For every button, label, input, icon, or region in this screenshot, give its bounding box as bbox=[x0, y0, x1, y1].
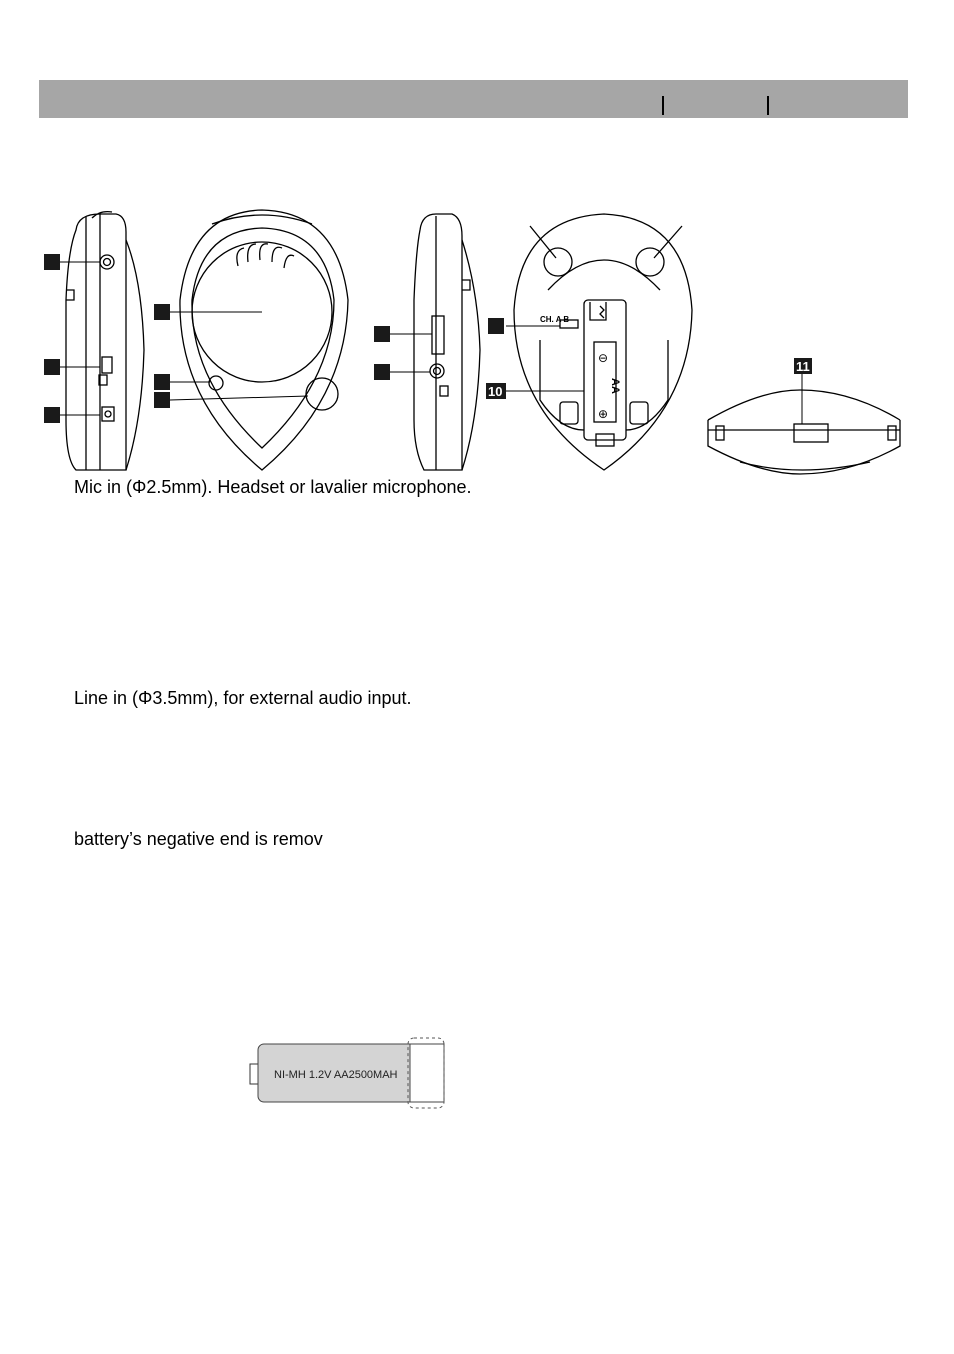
battery-note: battery’s negative end is remov bbox=[74, 829, 323, 849]
side-view-right bbox=[413, 213, 481, 471]
header-separator bbox=[767, 96, 769, 115]
bottom-view bbox=[707, 389, 901, 475]
callout-leaders bbox=[60, 261, 803, 424]
callout-11: 11 bbox=[796, 359, 810, 374]
battery-illustration: NI-MH 1.2V AA2500MAH bbox=[249, 1037, 445, 1109]
product-diagram: 10 11 CH. A B AA ⊕ ⊖ bbox=[44, 209, 901, 475]
mic-in-description: Mic in (Φ2.5mm). Headset or lavalier mic… bbox=[74, 477, 472, 497]
battery-plus-symbol: ⊕ bbox=[598, 407, 608, 421]
front-view bbox=[179, 209, 349, 471]
back-view bbox=[513, 213, 693, 471]
callouts: 10 11 bbox=[44, 254, 812, 423]
battery-minus-symbol: ⊖ bbox=[598, 351, 608, 365]
battery-label: NI-MH 1.2V AA2500MAH bbox=[274, 1069, 398, 1081]
line-in-description: Line in (Φ3.5mm), for external audio inp… bbox=[74, 688, 412, 708]
side-view-left bbox=[65, 210, 145, 471]
battery-aa-label: AA bbox=[609, 378, 621, 394]
header-separator bbox=[662, 96, 664, 115]
callout-10: 10 bbox=[488, 384, 502, 399]
channel-switch-label: CH. A B bbox=[540, 315, 569, 324]
header-bar bbox=[39, 80, 908, 118]
